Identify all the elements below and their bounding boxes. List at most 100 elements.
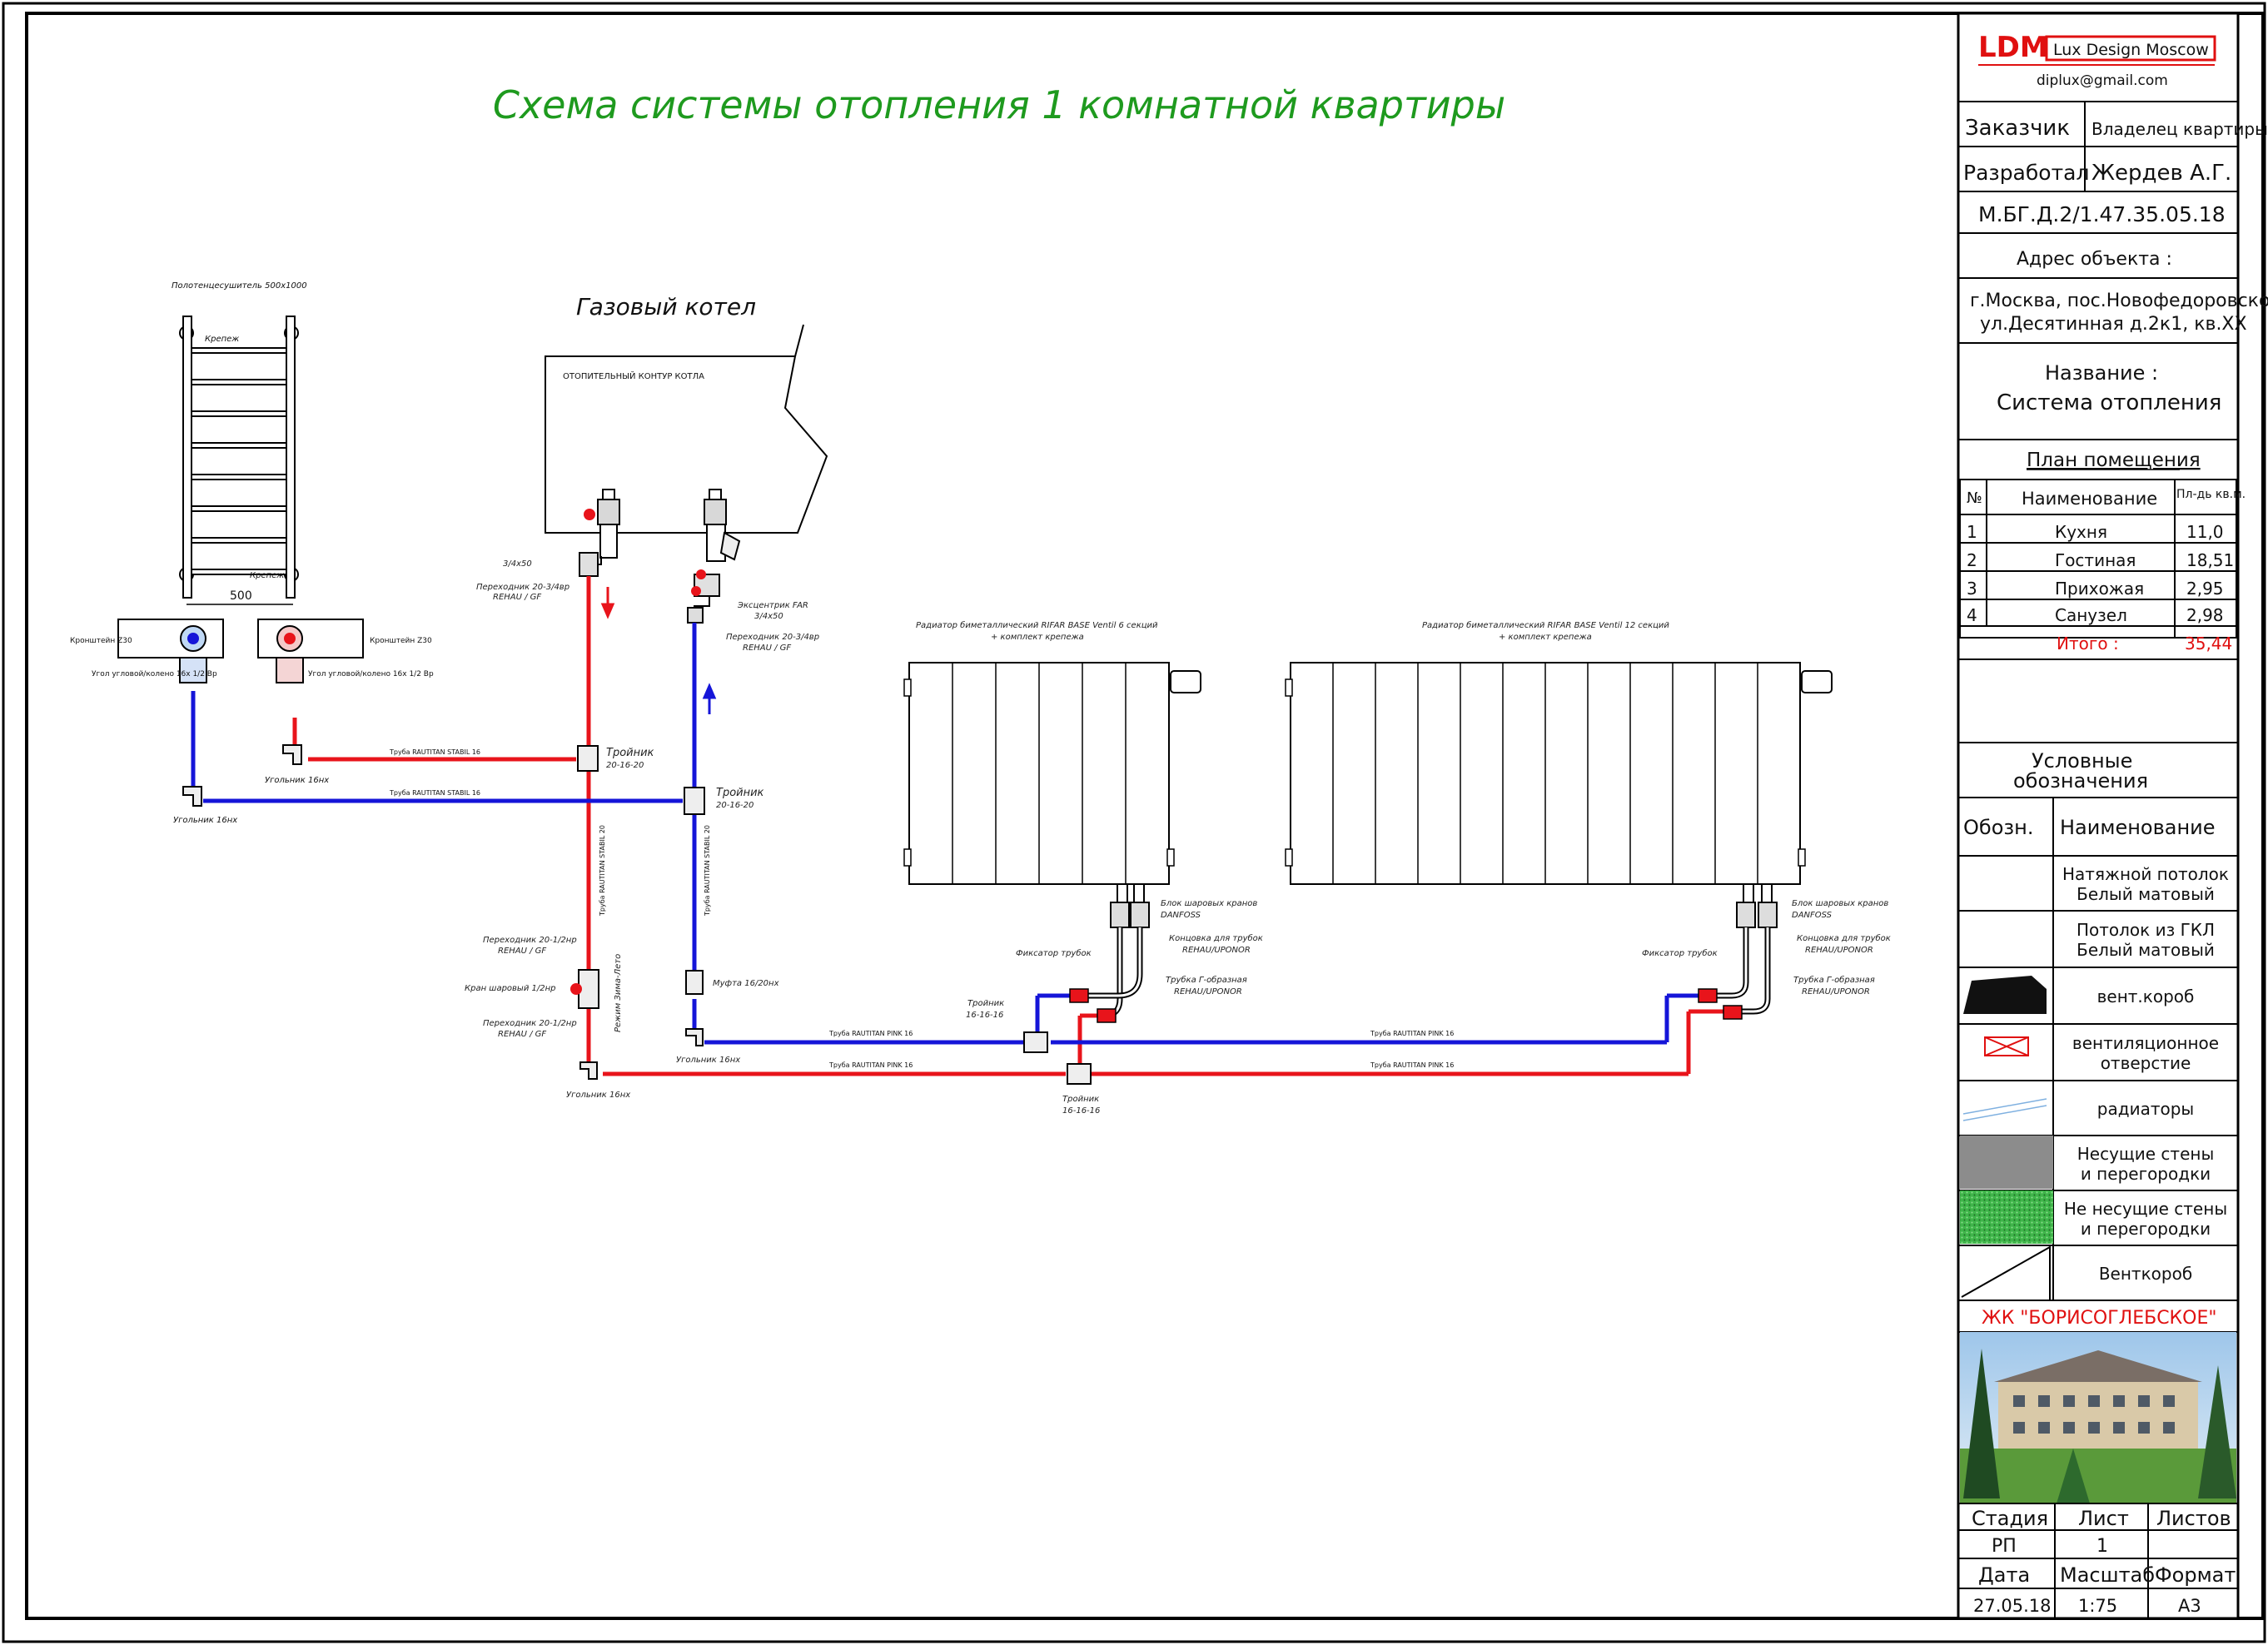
plan-title: План помещения bbox=[2027, 450, 2201, 471]
room-cell: 18,51 bbox=[2186, 550, 2234, 570]
label-mode: Режим Зима-Лето bbox=[614, 954, 623, 1032]
supply-valve-icon bbox=[584, 509, 595, 520]
legend-bearing-wall-swatch bbox=[1960, 1136, 2053, 1189]
label-fixer2: Фиксатор трубок bbox=[1642, 948, 1718, 958]
label-tube2-brand: REHAU/UPONOR bbox=[1802, 987, 1870, 996]
label-pipe-stabil-v1: Труба RAUTITAN STABIL 20 bbox=[599, 825, 606, 917]
rad2-subtitle: + комплект крепежа bbox=[1499, 633, 1592, 642]
label-end2-brand: REHAU/UPONOR bbox=[1805, 946, 1873, 955]
inner-frame bbox=[25, 12, 2265, 1620]
towel-union-right: Угол угловой/колено 16х 1/2 Вр bbox=[308, 670, 434, 678]
label-eccentric: Эксцентрик FAR bbox=[737, 601, 808, 610]
scale-label: Масштаб bbox=[2060, 1563, 2155, 1587]
rad1-thermo-head-icon bbox=[1170, 670, 1201, 693]
legend-item-label: вентиляционное bbox=[2072, 1033, 2219, 1053]
legend-item-label: отверстие bbox=[2101, 1053, 2191, 1073]
label-coupling: Муфта 16/20нх bbox=[713, 979, 779, 988]
name-label: Название : bbox=[2045, 361, 2158, 385]
date-label: Дата bbox=[1978, 1563, 2030, 1587]
label-block1-brand: DANFOSS bbox=[1161, 911, 1201, 920]
label-tee1-size: 20-16-20 bbox=[606, 761, 644, 770]
label-pipe-pink-1: Труба RAUTITAN PINK 16 bbox=[828, 1030, 913, 1037]
label-adapter-a: Переходник 20-1/2нр bbox=[483, 936, 577, 945]
pipe-labels: 3/4х50 Переходник 20-3/4вр REHAU / GF Эк… bbox=[389, 559, 1454, 1116]
towel-fix-bottom: Крепеж bbox=[250, 571, 284, 580]
legend-item-label: Венткороб bbox=[2099, 1264, 2192, 1284]
label-end2: Концовка для трубок bbox=[1797, 933, 1891, 943]
room-cell: Санузел bbox=[2055, 605, 2127, 625]
label-tee2-size: 20-16-20 bbox=[716, 801, 754, 810]
label-pipe-pink-3: Труба RAUTITAN PINK 16 bbox=[1370, 1030, 1454, 1037]
project-photo bbox=[1960, 1332, 2236, 1503]
label-block1: Блок шаровых кранов bbox=[1161, 899, 1257, 908]
room-cell: 2,95 bbox=[2186, 579, 2224, 599]
towel-width: 500 bbox=[230, 589, 252, 603]
logo-company: Lux Design Moscow bbox=[2053, 41, 2209, 59]
logo-ldm: LDM bbox=[1978, 31, 2048, 64]
towel-bracket-right: Кронштейн Z30 bbox=[370, 637, 432, 645]
towel-dryer: Полотенцесушитель 500х1000 Крепеж Крепеж… bbox=[70, 281, 434, 825]
plan-header-n: № bbox=[1967, 490, 1982, 507]
label-elbow-bottom-1: Угольник 16нх bbox=[676, 1056, 740, 1065]
label-tee1: Тройник bbox=[606, 747, 654, 759]
label-return-adapter-brand: REHAU / GF bbox=[743, 644, 791, 653]
return-flow-arrow-icon bbox=[702, 683, 717, 714]
label-supply-adapter-brand: REHAU / GF bbox=[493, 593, 541, 602]
developer-value: Жердев А.Г. bbox=[2091, 161, 2231, 186]
legend-item-label: и перегородки bbox=[2081, 1219, 2211, 1239]
label-adapter-b-brand: REHAU / GF bbox=[498, 1030, 546, 1039]
address-label: Адрес объекта : bbox=[2017, 249, 2172, 270]
towel-elbow-right: Угольник 16нх bbox=[265, 776, 329, 785]
legend-col-name: Наименование bbox=[2060, 816, 2216, 839]
label-adapter-a-brand: REHAU / GF bbox=[498, 947, 546, 956]
label-end1-brand: REHAU/UPONOR bbox=[1182, 946, 1251, 955]
return-valve-icon bbox=[696, 569, 706, 579]
ball-valve-icon bbox=[570, 983, 582, 995]
label-pipe-stabil-v2: Труба RAUTITAN STABIL 20 bbox=[704, 825, 711, 917]
label-tee2: Тройник bbox=[716, 787, 764, 799]
legend-vent-box-icon bbox=[1963, 976, 2047, 1014]
room-cell: 4 bbox=[1967, 605, 1977, 625]
room-cell: 2 bbox=[1967, 550, 1977, 570]
stage-label: Стадия bbox=[1972, 1507, 2048, 1530]
legend-title-2: обозначения bbox=[2013, 769, 2148, 793]
label-tee3-size: 16-16-16 bbox=[966, 1011, 1003, 1020]
room-cell: Прихожая bbox=[2055, 579, 2144, 599]
label-ball-valve: Кран шаровый 1/2нр bbox=[465, 984, 555, 993]
label-block2-brand: DANFOSS bbox=[1792, 911, 1833, 920]
legend-item-label: Белый матовый bbox=[2077, 884, 2215, 904]
label-tube2: Трубка Г-образная bbox=[1793, 975, 1875, 985]
legend-radiator-icon bbox=[1962, 1098, 2047, 1121]
label-supply-adapter: Переходник 20-3/4вр bbox=[476, 583, 569, 592]
format-label: Формат bbox=[2155, 1563, 2236, 1587]
legend-item-label: Несущие стены bbox=[2077, 1144, 2215, 1164]
project-name: ЖК "БОРИСОГЛЕБСКОЕ" bbox=[1982, 1308, 2217, 1329]
total-value: 35,44 bbox=[2185, 634, 2232, 654]
address-line1: г.Москва, пос.Новофедоровское bbox=[1970, 291, 2268, 311]
gas-boiler: Газовый котел ОТОПИТЕЛЬНЫЙ КОНТУР КОТЛА bbox=[545, 293, 828, 624]
rad1-subtitle: + комплект крепежа bbox=[991, 633, 1084, 642]
logo-email: diplux@gmail.com bbox=[2037, 72, 2168, 89]
room-cell: 3 bbox=[1967, 579, 1977, 599]
towel-bracket-left: Кронштейн Z30 bbox=[70, 637, 132, 645]
legend-item-label: вент.короб bbox=[2097, 987, 2195, 1006]
towel-elbow-left: Угольник 16нх bbox=[173, 816, 237, 825]
radiator-labels: Блок шаровых кранов DANFOSS Концовка для… bbox=[1016, 899, 1891, 996]
sheet-value: 1 bbox=[2096, 1536, 2108, 1557]
label-end1: Концовка для трубок bbox=[1169, 933, 1263, 943]
title-block: LDM Lux Design Moscow diplux@gmail.com З… bbox=[1957, 12, 2268, 1620]
label-pipe-pink-2: Труба RAUTITAN PINK 16 bbox=[828, 1061, 913, 1069]
customer-label: Заказчик bbox=[1965, 116, 2070, 141]
radiator-12: Радиатор биметаллический RIFAR BASE Vent… bbox=[1285, 620, 1833, 1020]
sheets-label: Листов bbox=[2156, 1507, 2231, 1530]
label-eccentric-size: 3/4х50 bbox=[754, 612, 783, 621]
label-tee4: Тройник bbox=[1062, 1095, 1099, 1104]
name-value: Система отопления bbox=[1997, 390, 2221, 415]
label-block2: Блок шаровых кранов bbox=[1792, 899, 1888, 908]
legend-partition-swatch bbox=[1960, 1190, 2053, 1244]
supply-flow-arrow-icon bbox=[600, 587, 615, 619]
legend-col-sign: Обозн. bbox=[1963, 816, 2033, 839]
radiator-6: Радиатор биметаллический RIFAR BASE Vent… bbox=[903, 620, 1201, 1023]
towel-union-left: Угол угловой/колено 16х 1/2 Вр bbox=[92, 670, 217, 678]
